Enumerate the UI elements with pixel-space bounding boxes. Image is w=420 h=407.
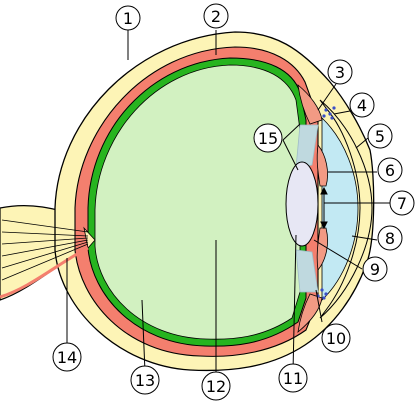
- eye-anatomy: [0, 31, 375, 372]
- callout-label: 15: [258, 129, 278, 148]
- callout-1: 1: [115, 5, 141, 31]
- callout-label: 12: [206, 377, 226, 396]
- optic-nerve-sheath: [0, 246, 89, 299]
- callout-7: 7: [389, 190, 415, 216]
- lens: [285, 161, 319, 247]
- callout-13: 13: [130, 365, 160, 395]
- callout-8: 8: [377, 225, 403, 251]
- ciliary-body-upper: [297, 84, 323, 125]
- callout-14: 14: [52, 342, 82, 372]
- callout-label: 10: [326, 329, 346, 348]
- callouts: 1 2 3 4 5 6 7 8: [52, 3, 415, 401]
- callout-label: 13: [135, 371, 155, 390]
- callout-label: 14: [57, 348, 77, 367]
- ciliary-body-lower: [297, 293, 323, 333]
- callout-label: 7: [397, 194, 407, 213]
- anterior-chamber: [321, 117, 359, 301]
- callout-label: 1: [123, 9, 133, 28]
- iris-lower: [316, 227, 328, 271]
- callout-4: 4: [349, 92, 375, 118]
- callout-label: 11: [283, 369, 303, 388]
- callout-9: 9: [362, 256, 388, 282]
- callout-3: 3: [327, 59, 353, 85]
- iris-upper: [316, 144, 328, 187]
- callout-11: 11: [278, 363, 308, 393]
- callout-10: 10: [321, 323, 351, 353]
- callout-label: 9: [370, 260, 380, 279]
- callout-6: 6: [377, 157, 403, 183]
- zonular-fibers: [295, 124, 319, 293]
- callout-5: 5: [367, 123, 393, 149]
- callout-label: 4: [357, 96, 367, 115]
- callout-label: 8: [385, 229, 395, 248]
- schlemm-canal-upper: [322, 106, 336, 120]
- callout-15: 15: [253, 123, 283, 153]
- pupil-arrows: [320, 186, 328, 230]
- callout-label: 5: [375, 127, 385, 146]
- optic-nerve-fibers: [1, 219, 89, 281]
- callout-2: 2: [203, 3, 229, 29]
- leader-lines: [66, 30, 390, 373]
- callout-label: 2: [211, 7, 221, 26]
- callout-label: 6: [385, 161, 395, 180]
- callout-label: 3: [335, 63, 345, 82]
- callout-12: 12: [201, 371, 231, 401]
